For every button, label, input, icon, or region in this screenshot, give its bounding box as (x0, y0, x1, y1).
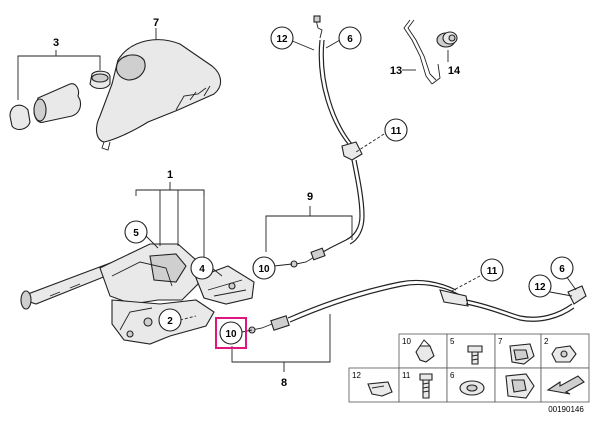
svg-text:5: 5 (450, 337, 455, 346)
callout-4: 4 (190, 256, 214, 280)
svg-text:10: 10 (225, 329, 237, 340)
lower-cable (248, 279, 587, 334)
svg-text:00190146: 00190146 (548, 405, 584, 414)
callout-5: 5 (124, 220, 148, 244)
document-number: 00190146 (548, 405, 584, 414)
svg-text:14: 14 (448, 65, 461, 77)
svg-text:11: 11 (391, 126, 402, 137)
grommet-part-14 (436, 31, 458, 48)
svg-text:10: 10 (402, 337, 411, 346)
svg-text:7: 7 (498, 337, 503, 346)
svg-text:8: 8 (281, 377, 287, 389)
svg-text:13: 13 (390, 65, 402, 77)
svg-text:1: 1 (167, 169, 173, 181)
callout-9: 9 (307, 191, 313, 203)
svg-text:10: 10 (258, 264, 270, 275)
svg-text:6: 6 (347, 34, 353, 45)
callout-1: 1 (167, 169, 173, 181)
parts-table: 10 5 7 2 12 11 6 (348, 333, 590, 403)
grip-set-part-3 (9, 50, 111, 131)
svg-text:12: 12 (276, 34, 288, 45)
callout-10-highlighted[interactable]: 10 (215, 317, 247, 349)
svg-text:2: 2 (544, 337, 549, 346)
callout-3: 3 (53, 37, 59, 49)
callout-7: 7 (153, 17, 159, 29)
callout-12-top: 12 (270, 26, 294, 50)
clip-part-13 (403, 19, 441, 85)
svg-text:2: 2 (167, 316, 173, 327)
svg-text:3: 3 (53, 37, 59, 49)
callout-10-top: 10 (252, 256, 276, 280)
lever-cover-part-7 (95, 39, 222, 151)
upper-cable (290, 15, 365, 268)
callout-11-bottom: 11 (480, 258, 504, 282)
svg-text:6: 6 (559, 264, 565, 275)
callout-6-top: 6 (338, 26, 362, 50)
svg-text:9: 9 (307, 191, 313, 203)
svg-text:4: 4 (199, 264, 205, 275)
svg-text:12: 12 (534, 282, 546, 293)
svg-text:11: 11 (402, 371, 411, 380)
svg-text:11: 11 (487, 266, 498, 277)
callout-11-top: 11 (384, 118, 408, 142)
lever-assembly-part-1 (20, 243, 255, 345)
svg-text:5: 5 (133, 228, 139, 239)
callout-14: 14 (448, 65, 461, 77)
svg-text:12: 12 (352, 371, 361, 380)
callout-2: 2 (158, 308, 182, 332)
callout-12-bottom: 12 (528, 274, 552, 298)
svg-text:6: 6 (450, 371, 455, 380)
callout-13: 13 (390, 65, 402, 77)
svg-text:7: 7 (153, 17, 159, 29)
callout-8: 8 (281, 377, 287, 389)
callout-6-bottom: 6 (550, 256, 574, 280)
